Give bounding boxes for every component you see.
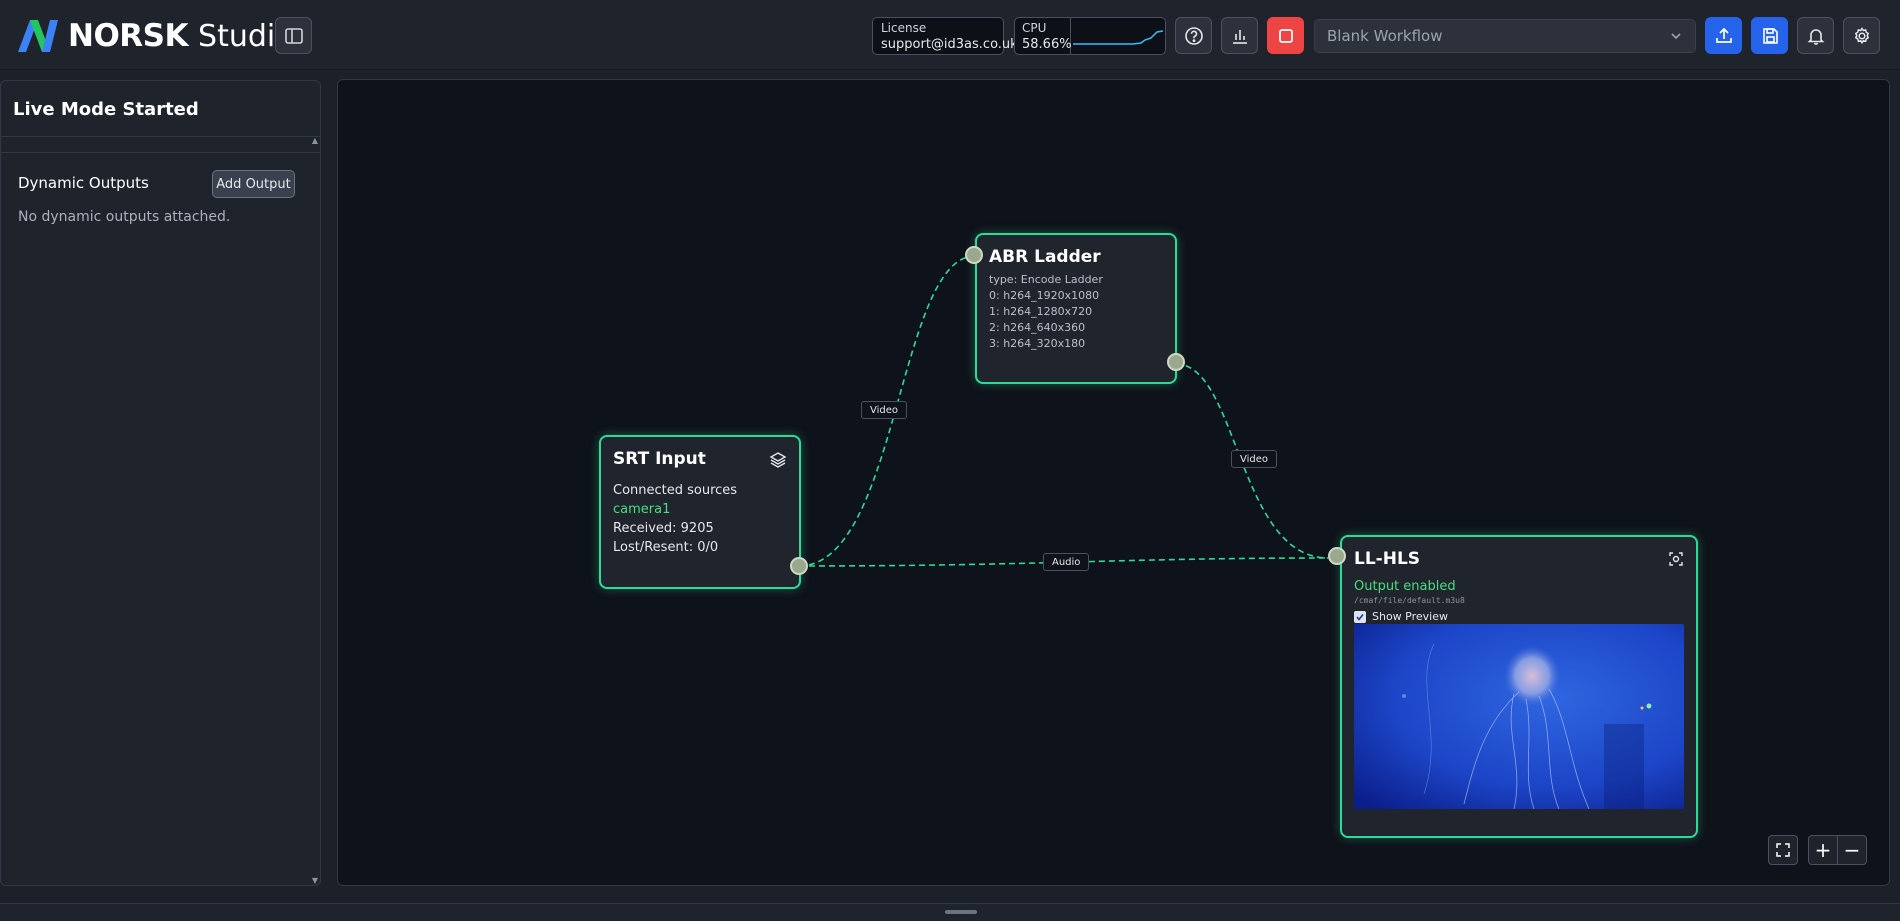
settings-button[interactable] [1843, 17, 1880, 54]
lost-resent-count: Lost/Resent: 0/0 [613, 540, 719, 555]
upload-icon [1715, 27, 1732, 43]
ladder-rung: 0: h264_1920x1080 [989, 289, 1100, 302]
stop-icon [1278, 28, 1293, 43]
output-status: Output enabled [1354, 579, 1456, 594]
toggle-sidebar-button[interactable] [275, 17, 312, 54]
source-name: camera1 [613, 502, 671, 517]
gear-icon [1854, 26, 1869, 44]
save-icon [1762, 27, 1778, 44]
cpu-label: CPU [1022, 21, 1047, 35]
node-output-handle[interactable] [790, 557, 808, 575]
node-title: ABR Ladder [989, 247, 1101, 267]
license-value: support@id3as.co.uk [881, 37, 1018, 52]
zoom-out-button[interactable]: − [1837, 835, 1867, 865]
help-icon [1184, 26, 1203, 45]
license-info: License support@id3as.co.uk [872, 17, 1018, 55]
node-output-handle[interactable] [1167, 353, 1185, 371]
workflow-select[interactable]: Blank Workflow [1314, 19, 1696, 53]
notifications-button[interactable] [1797, 17, 1834, 54]
help-button[interactable] [1175, 17, 1212, 54]
ladder-rung: 3: h264_320x180 [989, 337, 1086, 350]
minus-icon: − [1843, 838, 1861, 862]
add-output-button[interactable]: Add Output [212, 170, 295, 198]
node-input-handle[interactable] [1328, 547, 1346, 565]
edge-label-video: Video [861, 401, 908, 419]
resize-handle[interactable] [945, 910, 977, 914]
scroll-up-arrow[interactable]: ▲ [311, 136, 318, 145]
received-count: Received: 9205 [613, 521, 714, 536]
brand-name: NORSK [68, 18, 189, 54]
chevron-down-icon [1671, 33, 1681, 40]
layers-icon[interactable] [769, 451, 787, 469]
screenshot-icon[interactable] [1668, 551, 1684, 567]
output-path[interactable]: /cmaf/file/default.m3u8 [1354, 596, 1465, 605]
sidebar-panel: Live Mode Started ▲ Dynamic Outputs Add … [0, 80, 321, 886]
ladder-rung: 1: h264_1280x720 [989, 305, 1093, 318]
license-label: License [881, 21, 927, 35]
sidebar-title: Live Mode Started [13, 99, 199, 120]
norsk-logo-icon [18, 20, 58, 52]
jellyfish-preview-image [1354, 624, 1684, 809]
fit-view-button[interactable] [1768, 835, 1798, 865]
save-button[interactable] [1751, 17, 1788, 54]
node-input-handle[interactable] [965, 246, 983, 264]
sidebar-divider [1, 136, 320, 137]
upload-button[interactable] [1705, 17, 1742, 54]
connected-sources-label: Connected sources [613, 483, 738, 498]
cpu-monitor[interactable]: CPU 58.66% [1014, 17, 1166, 55]
node-title: LL-HLS [1354, 549, 1421, 569]
ladder-type: type: Encode Ladder [989, 273, 1103, 286]
fullscreen-icon [1776, 843, 1790, 857]
no-dynamic-outputs-text: No dynamic outputs attached. [18, 209, 231, 225]
workflow-selected-value: Blank Workflow [1327, 27, 1443, 45]
dynamic-outputs-title: Dynamic Outputs [18, 174, 149, 192]
node-title: SRT Input [613, 449, 706, 469]
edge-label-audio: Audio [1043, 553, 1090, 571]
bell-icon [1807, 28, 1824, 45]
zoom-in-button[interactable]: + [1808, 835, 1838, 865]
bottom-panel-bar [0, 903, 1900, 921]
node-abr-ladder[interactable]: ABR Ladder type: Encode Ladder 0: h264_1… [975, 233, 1177, 384]
bar-chart-icon [1232, 29, 1247, 44]
sidebar-icon [284, 27, 303, 44]
stop-button[interactable] [1267, 17, 1304, 54]
video-preview[interactable] [1354, 624, 1684, 809]
check-icon [1356, 614, 1364, 621]
scroll-down-arrow[interactable]: ▼ [311, 876, 318, 885]
plus-icon: + [1814, 838, 1832, 862]
show-preview-label: Show Preview [1372, 610, 1448, 623]
edge-label-video: Video [1231, 450, 1278, 468]
node-srt-input[interactable]: SRT Input Connected sources camera1 Rece… [599, 435, 801, 589]
stats-button[interactable] [1221, 17, 1258, 54]
sidebar-divider [1, 152, 320, 153]
workflow-canvas[interactable]: Video Video Audio SRT Input Connected so… [337, 79, 1890, 886]
ladder-rung: 2: h264_640x360 [989, 321, 1086, 334]
node-ll-hls[interactable]: LL-HLS Output enabled /cmaf/file/default… [1340, 535, 1698, 838]
cpu-sparkline [1073, 30, 1164, 45]
show-preview-checkbox[interactable] [1354, 611, 1366, 623]
cpu-value: 58.66% [1022, 37, 1072, 52]
top-header: NORSK Studio License support@id3as.co.uk… [0, 0, 1900, 70]
app-logo: NORSK Studio [16, 18, 294, 54]
